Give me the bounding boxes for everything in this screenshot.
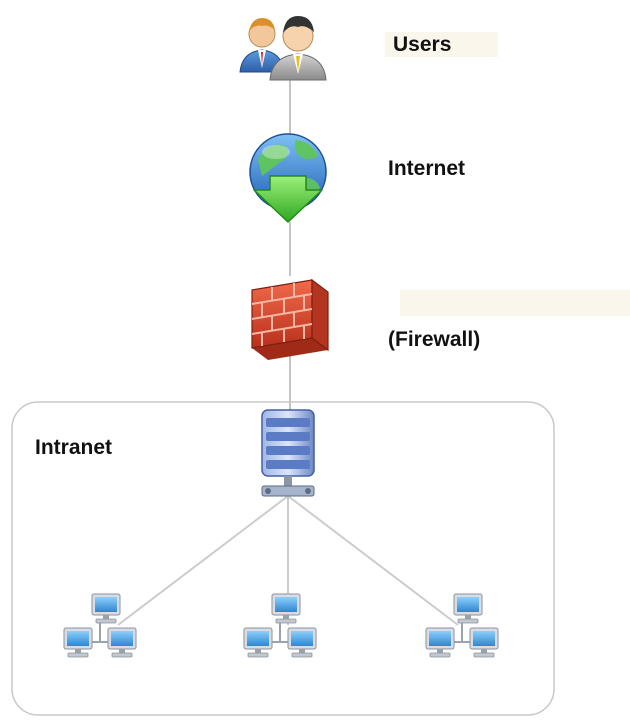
users-label-highlight <box>385 32 498 57</box>
computer-network-icon <box>425 593 499 658</box>
firewall-label-highlight <box>400 290 630 316</box>
server-icon <box>261 409 315 497</box>
computer-network-icon <box>243 593 317 658</box>
globe-download-icon <box>249 133 327 223</box>
users-icon <box>239 16 327 81</box>
connector-server-workstation-left <box>117 495 289 626</box>
firewall-brick-icon <box>251 278 329 360</box>
connector-server-workstation-right <box>287 495 459 626</box>
users-label: Users <box>393 33 452 56</box>
computer-network-icon <box>63 593 137 658</box>
intranet-boundary <box>11 401 555 716</box>
internet-label: Internet <box>388 157 466 180</box>
intranet-label: Intranet <box>35 436 113 459</box>
firewall-label: (Firewall) <box>388 328 481 351</box>
